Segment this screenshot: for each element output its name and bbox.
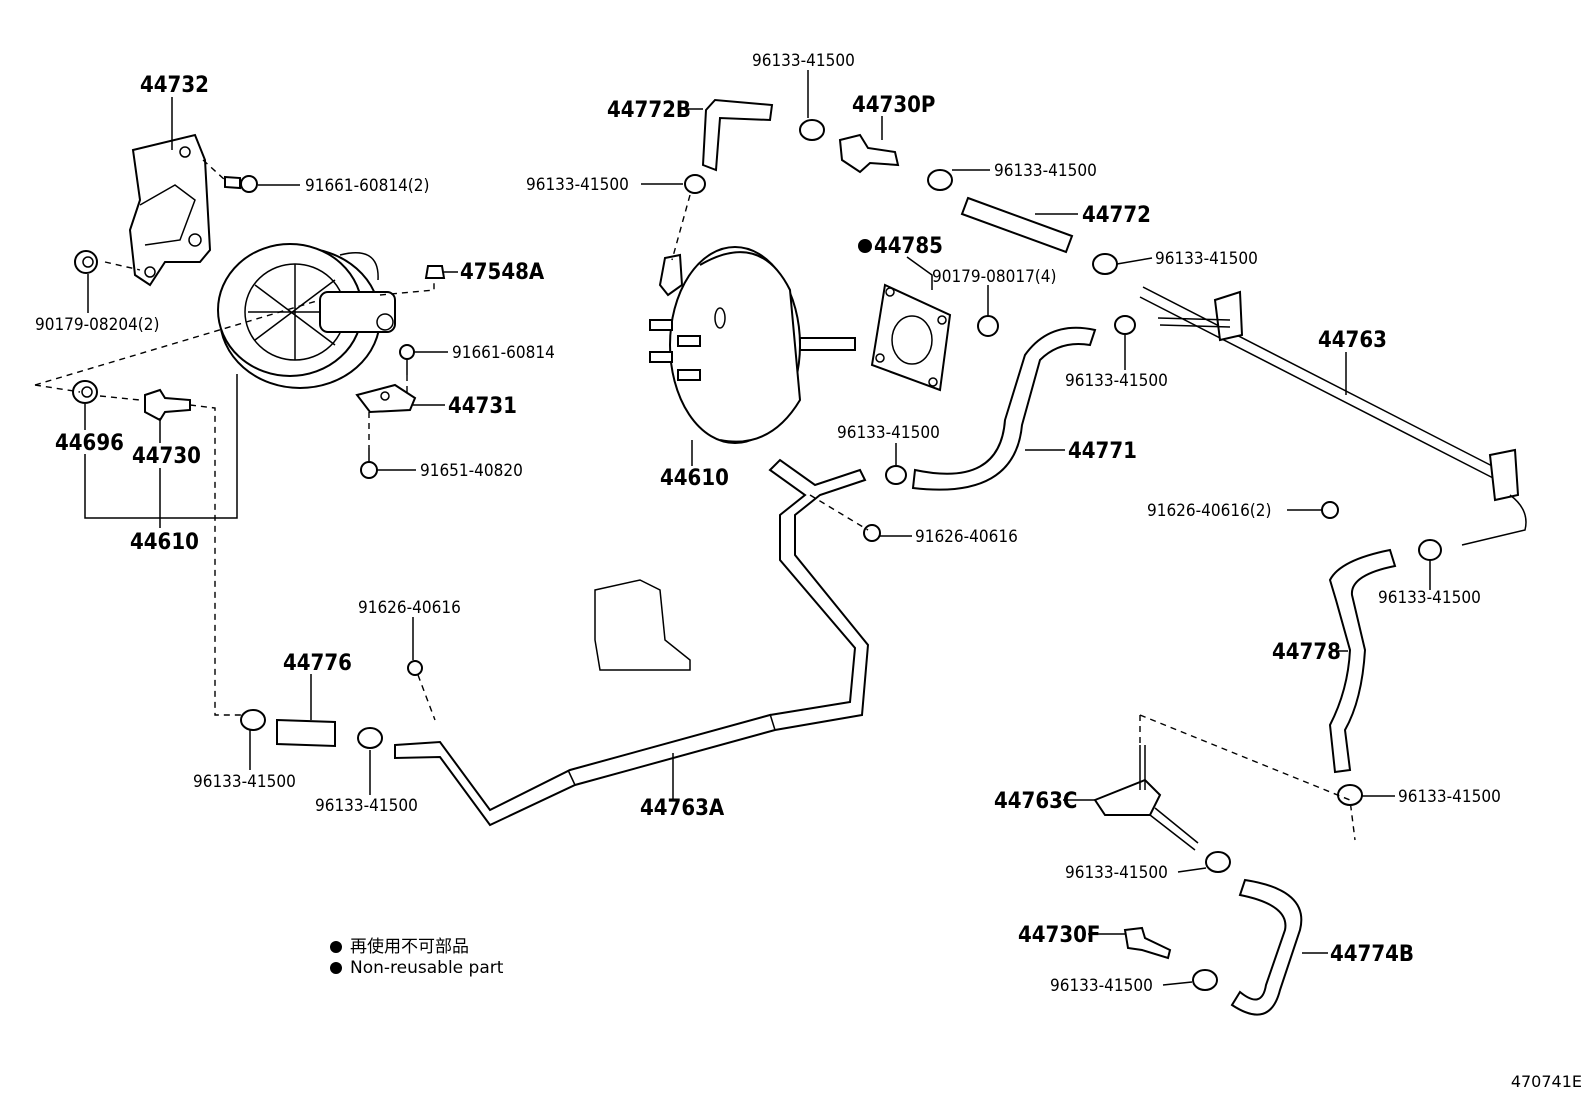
label-44730F: 44730F xyxy=(1018,923,1100,948)
label-96133-r2: 96133-41500 xyxy=(1155,249,1258,269)
label-44785: 44785 xyxy=(874,234,943,259)
label-44772B: 44772B xyxy=(607,98,691,123)
bolt-91626-40616-c xyxy=(863,524,881,542)
pipe-44763A xyxy=(394,458,870,827)
plug-47548A xyxy=(424,265,446,279)
label-44771: 44771 xyxy=(1068,439,1137,464)
label-44732: 44732 xyxy=(140,73,209,98)
label-96133-b1: 96133-41500 xyxy=(1065,863,1168,883)
label-96133-r4: 96133-41500 xyxy=(1398,787,1501,807)
label-44610-left: 44610 xyxy=(130,530,199,555)
legend-japanese-text: 再使用不可部品 xyxy=(350,937,469,957)
label-44778: 44778 xyxy=(1272,640,1341,665)
nut-90179-08204 xyxy=(74,250,98,274)
brake-booster-center xyxy=(649,246,856,444)
bullet-icon xyxy=(330,962,342,974)
hose-44778 xyxy=(1328,548,1397,774)
clamp-left xyxy=(684,174,706,194)
hose-44774B xyxy=(1230,878,1303,1016)
hose-44772B xyxy=(701,98,774,172)
reference-code: 470741E xyxy=(1510,1072,1582,1091)
clamp-bl2 xyxy=(357,727,383,749)
non-reusable-marker xyxy=(858,239,872,253)
label-47548A: 47548A xyxy=(460,260,545,285)
bolt-91661-60814-2 xyxy=(224,175,258,193)
label-44772: 44772 xyxy=(1082,203,1151,228)
label-44731: 44731 xyxy=(448,394,517,419)
clamp-b2 xyxy=(1192,969,1218,991)
clamp-r3 xyxy=(1418,539,1442,561)
label-44763A: 44763A xyxy=(640,796,725,821)
label-96133-top: 96133-41500 xyxy=(752,51,855,71)
label-44730: 44730 xyxy=(132,444,201,469)
clamp-bl1 xyxy=(240,709,266,731)
clamp-c xyxy=(885,465,907,485)
label-90179-08204: 90179-08204(2) xyxy=(35,315,159,335)
engine-silhouette xyxy=(594,579,691,671)
bolt-91661-60814 xyxy=(399,344,415,375)
label-96133-c: 96133-41500 xyxy=(837,423,940,443)
label-91626-40616-b: 91626-40616 xyxy=(358,598,461,618)
label-91651-40820: 91651-40820 xyxy=(420,461,523,481)
hose-44776 xyxy=(276,718,336,748)
clamp-mid xyxy=(1114,315,1136,335)
legend-english-text: Non-reusable part xyxy=(350,958,504,978)
clamp-b1 xyxy=(1205,851,1231,873)
clamp-r2 xyxy=(1092,253,1118,275)
label-44763: 44763 xyxy=(1318,328,1387,353)
label-96133-mid: 96133-41500 xyxy=(1065,371,1168,391)
label-96133-r3: 96133-41500 xyxy=(1378,588,1481,608)
valve-44730 xyxy=(144,388,191,422)
label-91661-60814: 91661-60814 xyxy=(452,343,555,363)
clamp-top xyxy=(799,119,825,141)
pipe-44763C xyxy=(1093,745,1199,851)
hose-44772 xyxy=(960,196,1074,254)
label-44696: 44696 xyxy=(55,431,124,456)
nut-90179-08017 xyxy=(977,315,999,337)
label-90179-08017: 90179-08017(4) xyxy=(932,267,1056,287)
pipe-44763 xyxy=(1139,286,1527,546)
bolt-91626-40616-2 xyxy=(1321,501,1339,519)
label-91626-40616-c: 91626-40616 xyxy=(915,527,1018,547)
label-96133-bl1: 96133-41500 xyxy=(193,772,296,792)
label-44774B: 44774B xyxy=(1330,942,1414,967)
brake-booster-left xyxy=(217,243,396,389)
label-96133-left: 96133-41500 xyxy=(526,175,629,195)
gasket-44785 xyxy=(870,283,952,392)
label-91661-60814-2: 91661-60814(2) xyxy=(305,176,429,196)
label-44730P: 44730P xyxy=(852,93,935,118)
bracket-44732 xyxy=(128,133,212,287)
legend-japanese: 再使用不可部品 xyxy=(330,932,469,957)
valve-44730P xyxy=(838,133,900,174)
bracket-44731 xyxy=(355,383,417,414)
hose-44771 xyxy=(911,326,1097,491)
bolt-91626-40616-b xyxy=(407,660,423,676)
valve-44730F xyxy=(1123,926,1172,960)
clamp-r1 xyxy=(927,169,953,191)
label-96133-b2: 96133-41500 xyxy=(1050,976,1153,996)
label-44763C: 44763C xyxy=(994,789,1077,814)
label-96133-bl2: 96133-41500 xyxy=(315,796,418,816)
legend-english: Non-reusable part xyxy=(330,958,503,978)
bullet-icon xyxy=(330,941,342,953)
label-96133-r1: 96133-41500 xyxy=(994,161,1097,181)
label-44776: 44776 xyxy=(283,651,352,676)
label-44610-center: 44610 xyxy=(660,466,729,491)
label-91626-40616-2: 91626-40616(2) xyxy=(1147,501,1271,521)
bolt-91651-40820 xyxy=(360,448,378,479)
grommet-44696 xyxy=(72,380,98,404)
clamp-r4 xyxy=(1337,784,1363,806)
